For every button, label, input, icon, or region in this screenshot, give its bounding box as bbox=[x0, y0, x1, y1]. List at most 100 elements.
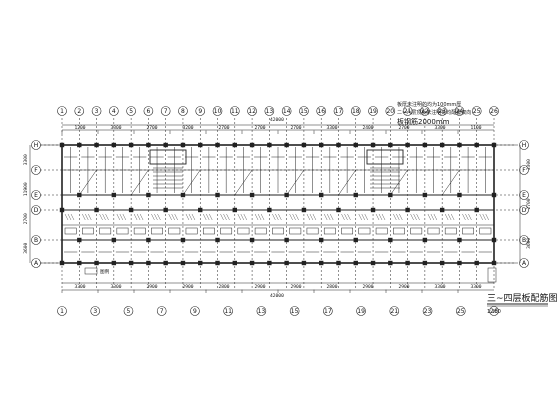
column bbox=[77, 142, 82, 148]
column bbox=[301, 260, 307, 266]
axis-label: 9 bbox=[193, 308, 197, 315]
slab-tag bbox=[82, 227, 94, 235]
left-axis-E: E bbox=[31, 190, 41, 200]
axis-label: 21 bbox=[390, 308, 398, 315]
dimension-value: 1200 bbox=[74, 125, 85, 131]
axis-bubble bbox=[402, 106, 413, 116]
hatch-mark bbox=[88, 213, 92, 221]
axis-label: 5 bbox=[127, 308, 131, 315]
dimension-value: 2700 bbox=[254, 125, 265, 131]
axis-bubble bbox=[31, 165, 41, 175]
axis-label: 17 bbox=[324, 308, 332, 315]
top-axis-16: 16 bbox=[316, 106, 327, 116]
hatch-mark bbox=[154, 213, 158, 221]
column bbox=[422, 237, 428, 243]
dimension-value: 3300 bbox=[110, 125, 121, 131]
left-axis-B: B bbox=[31, 235, 41, 245]
column bbox=[267, 142, 272, 148]
slab-tag bbox=[237, 227, 250, 235]
legend-label: 图例 bbox=[100, 268, 110, 275]
hatch-mark bbox=[364, 213, 368, 221]
hatch-mark bbox=[122, 213, 126, 221]
hatch-mark bbox=[324, 213, 328, 221]
hatch-mark bbox=[191, 213, 196, 221]
axis-bubble bbox=[489, 106, 499, 116]
hatch-mark bbox=[413, 213, 417, 221]
slab-tag bbox=[116, 227, 129, 235]
column bbox=[249, 142, 255, 148]
column bbox=[215, 192, 220, 198]
bottom-axis-1: 1 bbox=[57, 306, 67, 316]
axis-label: 8 bbox=[181, 108, 185, 115]
axis-bubble bbox=[422, 306, 433, 316]
hatch-mark bbox=[330, 213, 334, 221]
axis-label: 15 bbox=[291, 308, 299, 315]
column bbox=[353, 192, 358, 198]
hatch-mark bbox=[416, 213, 420, 221]
column bbox=[198, 142, 203, 148]
axis-bubble bbox=[420, 106, 430, 116]
dimension-value: 2700 bbox=[23, 213, 29, 224]
bottom-axis-5: 5 bbox=[123, 306, 134, 316]
slab-tag bbox=[375, 227, 388, 235]
axis-label: A bbox=[34, 260, 39, 267]
hatch-mark bbox=[378, 213, 383, 221]
hatch-mark bbox=[468, 213, 472, 221]
column bbox=[319, 260, 324, 266]
axis-bubble bbox=[299, 106, 309, 116]
column bbox=[439, 207, 445, 213]
column bbox=[301, 207, 307, 213]
axis-bubble bbox=[454, 106, 465, 116]
diagonal-line bbox=[130, 169, 149, 196]
column bbox=[353, 260, 358, 266]
column bbox=[111, 142, 117, 148]
hatch-mark bbox=[451, 213, 455, 221]
axis-bubble bbox=[356, 306, 366, 316]
axis-bubble bbox=[385, 106, 396, 116]
axis-label: F bbox=[34, 167, 38, 174]
diagonal-line bbox=[338, 169, 356, 196]
hatch-mark bbox=[358, 213, 362, 221]
slab-tag bbox=[202, 227, 215, 235]
top-axis-4: 4 bbox=[109, 106, 119, 116]
axis-label: 24 bbox=[456, 108, 464, 115]
axis-label: 9 bbox=[198, 108, 202, 115]
hatch-mark bbox=[99, 213, 103, 221]
hatch-mark bbox=[226, 213, 230, 221]
dimension-value: 2900 bbox=[290, 284, 301, 290]
column bbox=[422, 142, 428, 148]
axis-label: 13 bbox=[266, 108, 274, 115]
slab-tag bbox=[462, 227, 474, 235]
note-line-2: 二~六层顶板未注明处均配置双向 bbox=[397, 109, 471, 116]
axis-bubble bbox=[190, 306, 200, 316]
column bbox=[146, 260, 151, 266]
column bbox=[388, 192, 393, 198]
axis-bubble bbox=[123, 306, 134, 316]
left-axis-F: F bbox=[31, 165, 41, 175]
column bbox=[491, 237, 497, 243]
axis-bubble bbox=[281, 106, 292, 116]
column bbox=[336, 142, 341, 148]
hatch-mark bbox=[381, 213, 386, 221]
axis-bubble bbox=[57, 306, 67, 316]
slab-tag bbox=[151, 227, 163, 235]
axis-bubble bbox=[156, 306, 167, 316]
column bbox=[353, 142, 358, 148]
slab-tag bbox=[444, 227, 457, 235]
axis-bubble bbox=[289, 306, 300, 316]
dimension-value: 3600 bbox=[23, 242, 29, 253]
slab-tag bbox=[393, 227, 405, 235]
top-axis-19: 19 bbox=[368, 106, 378, 116]
hatch-mark bbox=[67, 213, 72, 221]
top-axis-13: 13 bbox=[264, 106, 275, 116]
top-axis-21: 21 bbox=[402, 106, 413, 116]
hatch-mark bbox=[289, 213, 293, 221]
column bbox=[215, 260, 220, 266]
axis-bubble bbox=[519, 165, 529, 175]
axis-label: 1 bbox=[60, 108, 64, 115]
